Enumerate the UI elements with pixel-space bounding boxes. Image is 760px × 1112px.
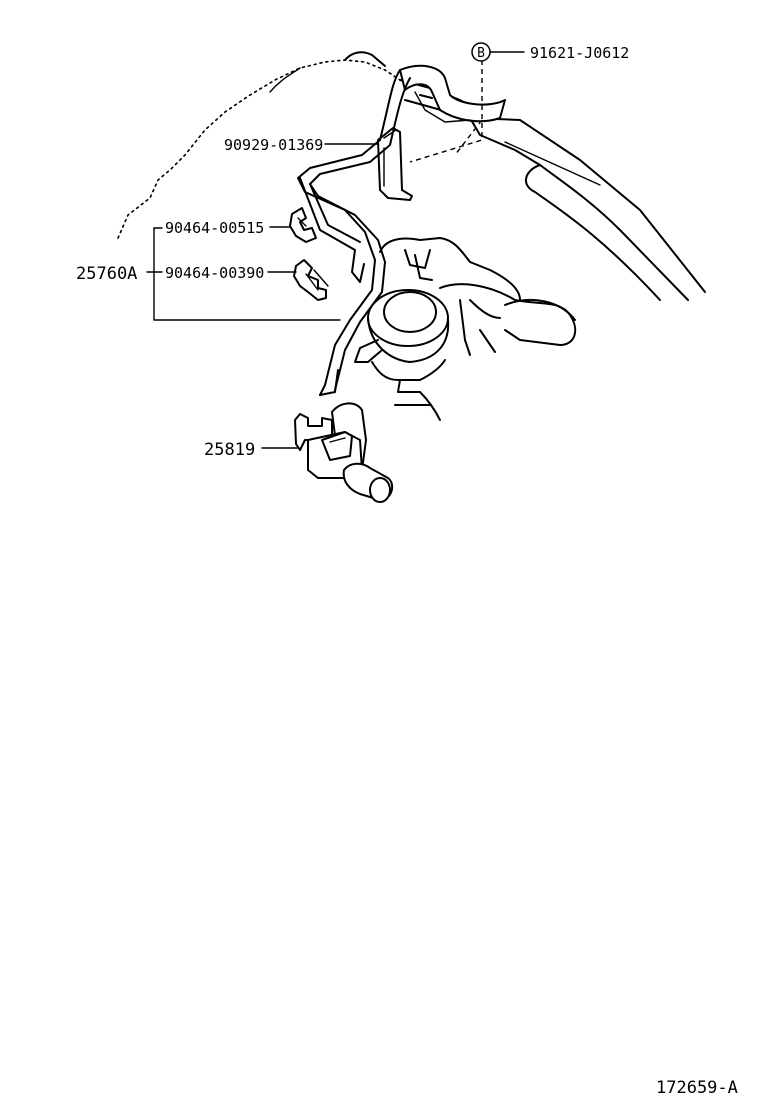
figure-number: 172659-A [656,1078,738,1098]
part-label-vsv: 25819 [204,440,255,460]
clip-small [289,207,317,243]
vacuum-hoses [297,69,411,396]
bolt-leader-dashed [409,60,483,163]
clip-large [293,259,329,301]
callout-b-badge: B [471,42,491,62]
part-label-hose-assembly: 25760A [76,264,137,284]
upper-hose [399,64,506,123]
leader-lines [146,51,525,449]
part-label-clip-1: 90464-00515 [165,219,264,237]
throttle-body [354,237,577,421]
part-label-bolt: 91621-J0612 [530,44,629,62]
part-label-clamp: 90929-01369 [224,136,323,154]
clamp-bracket [377,127,413,201]
callout-b-letter: B [477,46,485,61]
vsv-valve [294,402,394,503]
engine-outline [117,51,401,239]
part-label-clip-2: 90464-00390 [165,264,264,282]
